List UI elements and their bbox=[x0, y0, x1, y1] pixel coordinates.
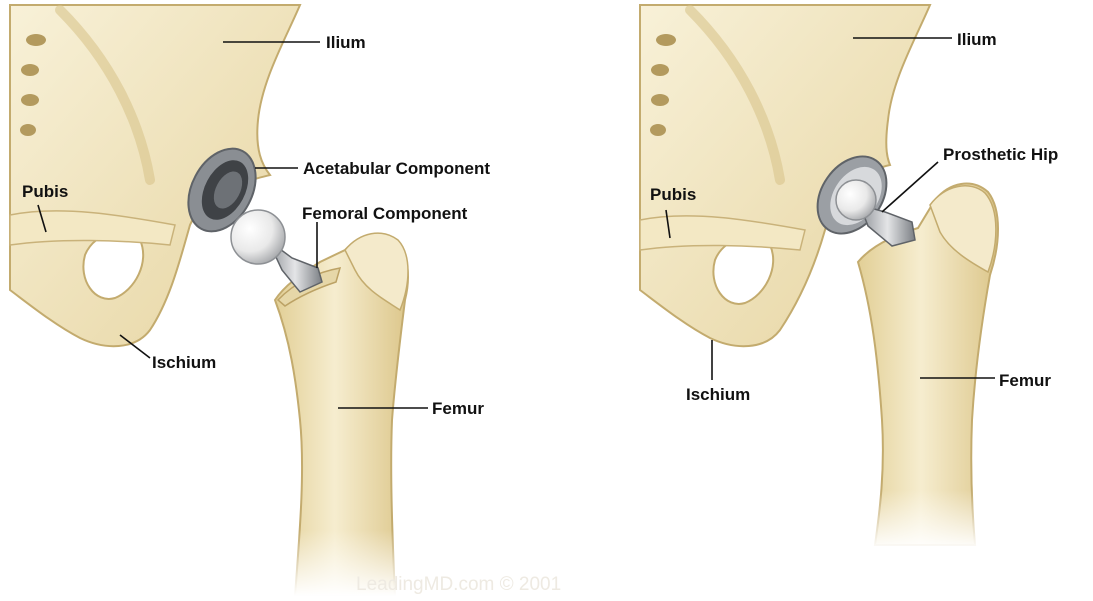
right-femur-fade bbox=[865, 490, 990, 550]
left-femoral-head bbox=[231, 210, 285, 264]
label-pubis-right: Pubis bbox=[650, 185, 696, 204]
label-femur-left: Femur bbox=[432, 399, 484, 418]
label-ischium-left: Ischium bbox=[152, 353, 216, 372]
left-femur bbox=[275, 233, 408, 596]
watermark: LeadingMD.com © 2001 bbox=[356, 574, 561, 595]
label-ilium-left: Ilium bbox=[326, 33, 366, 52]
label-ilium-right: Ilium bbox=[957, 30, 997, 49]
left-panel: Ilium Pubis Ischium Acetabular Component… bbox=[10, 5, 490, 596]
right-femoral-head bbox=[836, 180, 876, 220]
label-prosthetic-hip: Prosthetic Hip bbox=[943, 145, 1058, 164]
right-panel: Ilium Pubis Ischium Prosthetic Hip Femur bbox=[640, 5, 1058, 550]
label-femur-right: Femur bbox=[999, 371, 1051, 390]
label-acetabular-component: Acetabular Component bbox=[303, 159, 490, 178]
label-ischium-right: Ischium bbox=[686, 385, 750, 404]
label-pubis-left: Pubis bbox=[22, 182, 68, 201]
right-femur bbox=[858, 184, 998, 550]
label-femoral-component: Femoral Component bbox=[302, 204, 468, 223]
